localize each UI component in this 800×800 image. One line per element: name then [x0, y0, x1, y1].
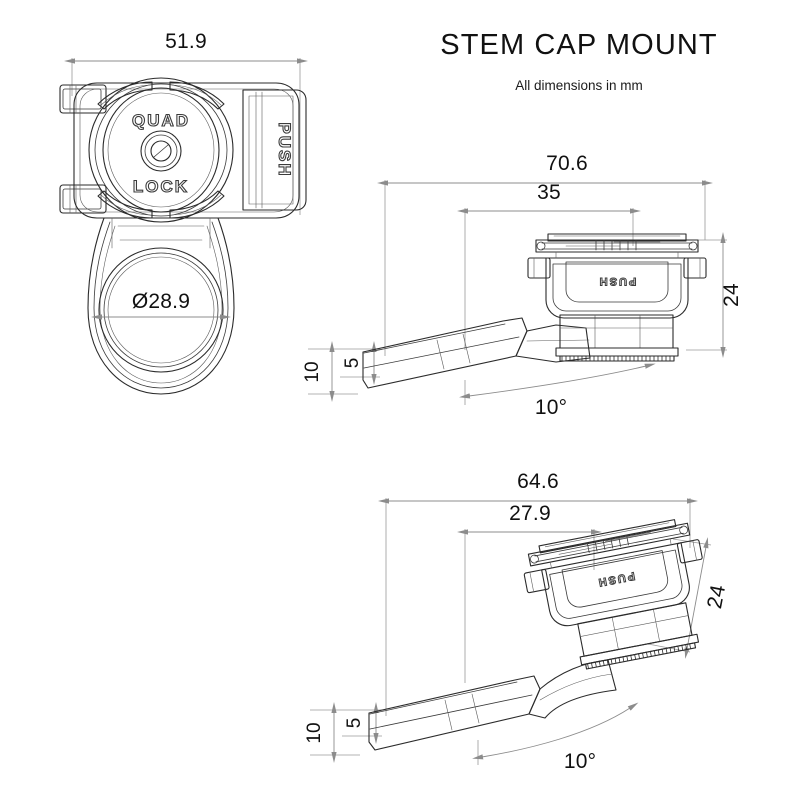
- locking-arms: [97, 81, 225, 219]
- page-title: STEM CAP MOUNT: [440, 29, 718, 61]
- dimension-angle-mid: 10°: [459, 363, 656, 419]
- title-block: STEM CAP MOUNT All dimensions in mm: [440, 29, 718, 93]
- dim-label-5-mid: 5: [342, 358, 363, 369]
- dimension-35: 35: [457, 181, 641, 350]
- mount-housing-top: PUSH QUAD LOCK: [59, 77, 307, 249]
- dim-label-24-mid: 24: [720, 283, 743, 307]
- serrated-base: [555, 347, 679, 362]
- quad-lock-disc: QUAD LOCK: [88, 77, 234, 223]
- dimension-5-mid: 5: [340, 341, 380, 385]
- dimension-10-bot: 10: [304, 702, 360, 763]
- dim-label-27-9: 27.9: [509, 502, 551, 525]
- emboss-lock: LOCK: [133, 177, 189, 196]
- side-view-straight: 70.6 35 24 5: [302, 152, 743, 419]
- dim-label-10-bot: 10: [304, 722, 325, 743]
- dim-label-diameter: Ø28.9: [132, 290, 190, 313]
- dimension-10-mid: 10: [302, 341, 358, 402]
- dim-label-51-9: 51.9: [165, 30, 207, 53]
- side-view-angled: 64.6 27.9 24 5: [304, 470, 730, 773]
- side-clip-left: [59, 84, 107, 214]
- emboss-push-bot: PUSH: [596, 569, 636, 588]
- clamp-ring-body: [87, 217, 235, 395]
- emboss-push-top: PUSH: [275, 122, 294, 177]
- page-subtitle: All dimensions in mm: [515, 78, 643, 93]
- dimension-diameter-28-9: Ø28.9: [91, 290, 231, 320]
- emboss-push-mid: PUSH: [598, 275, 637, 287]
- dimension-51-9: 51.9: [64, 30, 308, 215]
- emboss-quad: QUAD: [132, 111, 190, 130]
- dim-label-24-bot: 24: [703, 583, 730, 611]
- dim-label-angle-bot: 10°: [564, 750, 596, 773]
- dim-label-64-6: 64.6: [517, 470, 559, 493]
- dim-label-5-bot: 5: [344, 718, 365, 729]
- tilted-body-housing: PUSH: [523, 519, 703, 627]
- dimension-angle-bot: 10°: [472, 702, 639, 773]
- mount-geometry-angled: PUSH: [368, 519, 703, 751]
- dim-label-angle-mid: 10°: [535, 396, 567, 419]
- dim-label-10-mid: 10: [302, 361, 323, 382]
- top-view: 51.9 Ø28.9: [59, 30, 308, 395]
- dimension-70-6: 70.6: [377, 152, 713, 356]
- dimension-24-bot: 24: [647, 537, 730, 659]
- dimension-5-bot: 5: [342, 702, 382, 744]
- dim-label-70-6: 70.6: [546, 152, 588, 175]
- push-tab: PUSH: [242, 89, 307, 211]
- dimension-27-9: 27.9: [457, 502, 602, 683]
- dimension-64-6: 64.6: [378, 470, 698, 716]
- dim-label-35: 35: [537, 181, 561, 204]
- mount-geometry-straight: PUSH: [362, 233, 707, 389]
- dimension-24-mid: 24: [686, 232, 743, 358]
